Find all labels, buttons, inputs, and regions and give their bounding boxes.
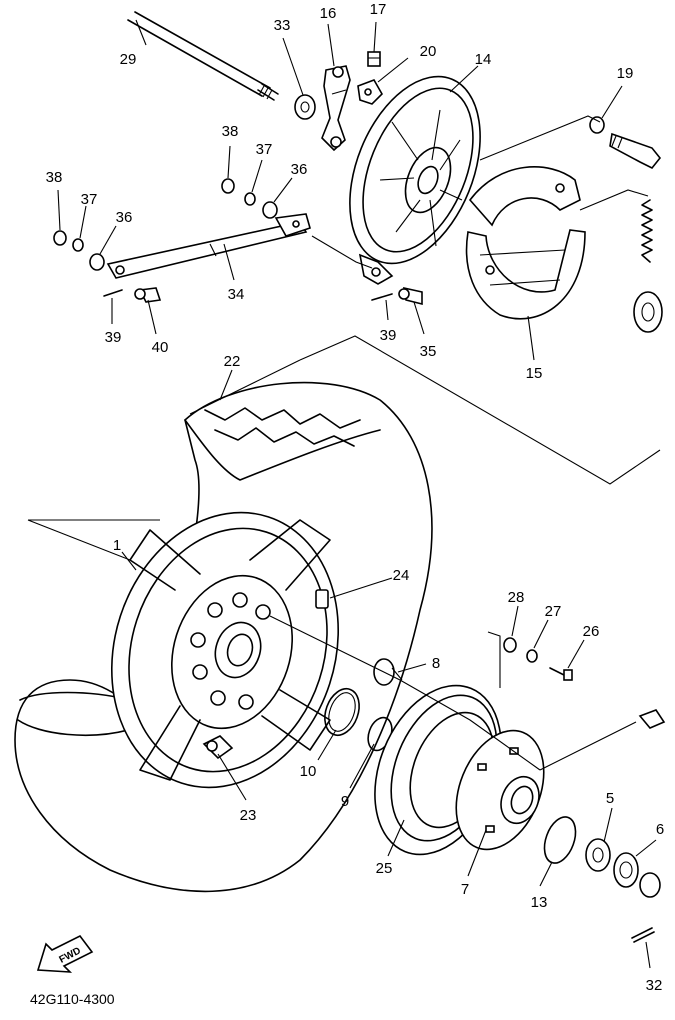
brake-camshaft	[589, 116, 662, 170]
callout-39b: 39	[380, 327, 397, 344]
callout-9: 9	[341, 793, 349, 810]
callout-37a: 37	[81, 191, 98, 208]
bolt-35	[398, 286, 423, 306]
brake-shoe-plate	[349, 75, 481, 285]
pinch-bolt	[367, 51, 381, 67]
nut-38a	[53, 230, 67, 246]
bolt-26	[549, 667, 573, 681]
callout-7: 7	[461, 881, 469, 898]
brake-cam-lever	[321, 65, 351, 152]
spacer-right	[639, 872, 661, 898]
callout-10: 10	[300, 763, 317, 780]
callout-17: 17	[370, 1, 387, 18]
callout-34: 34	[228, 286, 245, 303]
callout-13: 13	[531, 894, 548, 911]
valve-stem	[202, 735, 234, 760]
axle	[127, 11, 279, 101]
bolt-40	[134, 287, 162, 303]
callout-32: 32	[646, 977, 663, 994]
callout-19: 19	[617, 65, 634, 82]
callout-39a: 39	[105, 329, 122, 346]
cotter-pin-39b	[371, 293, 393, 301]
callout-22: 22	[224, 353, 241, 370]
callout-36b: 36	[291, 161, 308, 178]
brake-shoes	[465, 166, 586, 320]
callout-labels: 29 33 16 17 20 14 19 38 37 36 38 37 36 3…	[30, 1, 664, 1007]
callout-38a: 38	[46, 169, 63, 186]
callout-24: 24	[393, 567, 410, 584]
cotter-pin-32	[631, 927, 655, 943]
axle-nut-right	[638, 709, 666, 729]
nut-38b	[221, 178, 235, 194]
axle-washer	[294, 94, 316, 120]
callout-25: 25	[376, 860, 393, 877]
callout-35: 35	[420, 343, 437, 360]
callout-14: 14	[475, 51, 492, 68]
washer-27	[526, 649, 538, 663]
callout-20: 20	[420, 43, 437, 60]
washer-36a	[89, 253, 105, 271]
wear-indicator-plate	[357, 79, 383, 105]
leader-lines	[57, 19, 657, 969]
callout-5: 5	[606, 790, 614, 807]
callout-16: 16	[320, 5, 337, 22]
washer-28	[503, 637, 517, 653]
wheel-rim	[110, 511, 340, 789]
callout-36a: 36	[116, 209, 133, 226]
callout-38b: 38	[222, 123, 239, 140]
callout-26: 26	[583, 623, 600, 640]
callout-40: 40	[152, 339, 169, 356]
callout-8: 8	[432, 655, 440, 672]
callout-33: 33	[274, 17, 291, 34]
circlip	[543, 816, 577, 864]
oil-seal	[613, 852, 639, 888]
callout-15: 15	[526, 365, 543, 382]
callout-37b: 37	[256, 141, 273, 158]
washer-37a	[72, 238, 84, 252]
callout-23: 23	[240, 807, 257, 824]
washer-36b	[262, 201, 278, 219]
callout-29: 29	[120, 51, 137, 68]
cotter-pin-39a	[103, 289, 123, 297]
callout-6: 6	[656, 821, 664, 838]
assembly-lines	[27, 115, 661, 771]
shoe-spring	[641, 199, 653, 263]
tension-bar	[106, 213, 311, 279]
callout-28: 28	[508, 589, 525, 606]
clutch-hub	[455, 729, 545, 851]
callout-1: 1	[113, 537, 121, 554]
right-bearing	[633, 291, 663, 333]
washer-37b	[244, 192, 256, 206]
balancer	[315, 589, 329, 609]
fwd-arrow-icon: FWD	[36, 934, 94, 973]
part-code: 42G110-4300	[30, 991, 115, 1007]
callout-27: 27	[545, 603, 562, 620]
bearing	[585, 838, 611, 872]
